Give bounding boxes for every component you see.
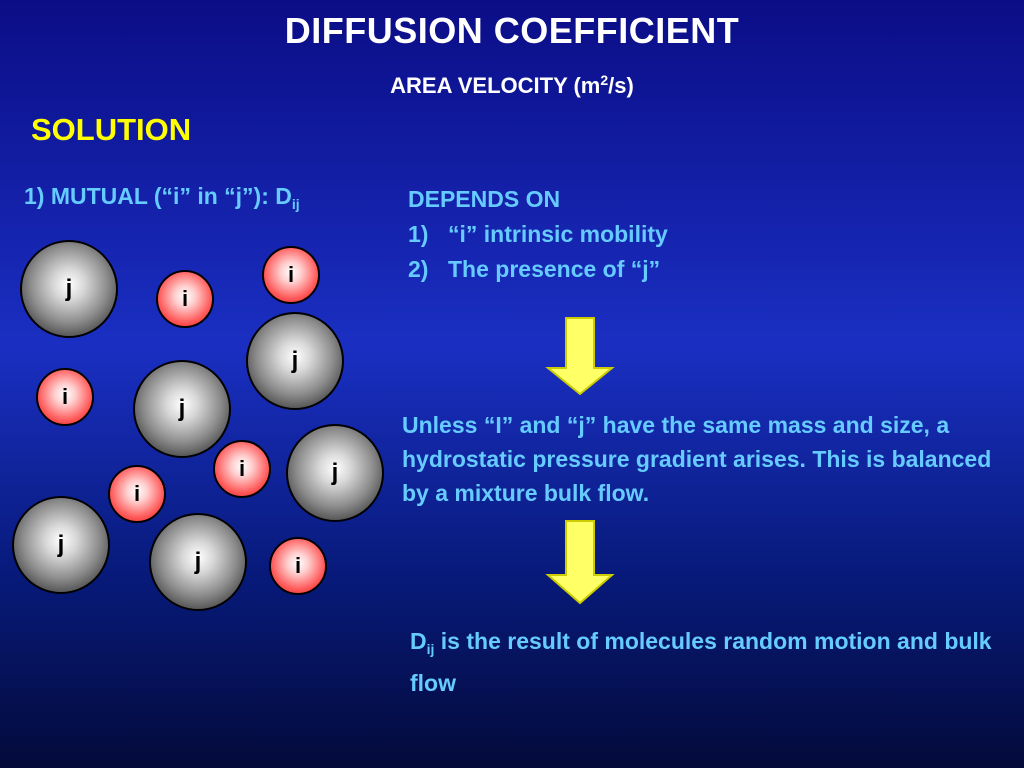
result-symbol: D <box>410 628 427 654</box>
mutual-subscript: ij <box>291 196 300 212</box>
subtitle-main: AREA VELOCITY (m <box>390 73 601 98</box>
subtitle-superscript: 2 <box>600 72 609 88</box>
depends-block: DEPENDS ON 1) “i” intrinsic mobility 2) … <box>408 182 668 287</box>
depends-item: 1) “i” intrinsic mobility <box>408 217 668 252</box>
mutual-label: 1) MUTUAL (“i” in “j”): Dij <box>24 183 300 212</box>
particle-i: i <box>36 368 94 426</box>
mutual-text: 1) MUTUAL (“i” in “j”): D <box>24 183 292 209</box>
particle-j: j <box>12 496 110 594</box>
depends-item-text: “i” intrinsic mobility <box>448 221 668 247</box>
subtitle-end: /s) <box>608 73 634 98</box>
result-subscript: ij <box>426 641 435 657</box>
section-heading: SOLUTION <box>31 112 192 147</box>
particle-j: j <box>133 360 231 458</box>
depends-heading: DEPENDS ON <box>408 186 561 212</box>
particle-i: i <box>262 246 320 304</box>
result-text: is the result of molecules random motion… <box>410 628 992 696</box>
slide-subtitle: AREA VELOCITY (m2/s) <box>0 72 1024 99</box>
particle-j: j <box>246 312 344 410</box>
particle-i: i <box>156 270 214 328</box>
depends-item: 2) The presence of “j” <box>408 252 668 287</box>
down-arrow-icon <box>545 520 615 605</box>
particle-i: i <box>108 465 166 523</box>
depends-item-text: The presence of “j” <box>448 256 661 282</box>
unless-paragraph: Unless “I” and “j” have the same mass an… <box>402 412 992 506</box>
particle-j: j <box>286 424 384 522</box>
slide-title: DIFFUSION COEFFICIENT <box>284 10 740 51</box>
depends-item-number: 2) <box>408 256 429 282</box>
result-paragraph: Dij is the result of molecules random mo… <box>410 624 1010 700</box>
depends-item-number: 1) <box>408 221 429 247</box>
particle-j: j <box>149 513 247 611</box>
particle-i: i <box>213 440 271 498</box>
particle-i: i <box>269 537 327 595</box>
down-arrow-icon <box>545 317 615 396</box>
particle-j: j <box>20 240 118 338</box>
